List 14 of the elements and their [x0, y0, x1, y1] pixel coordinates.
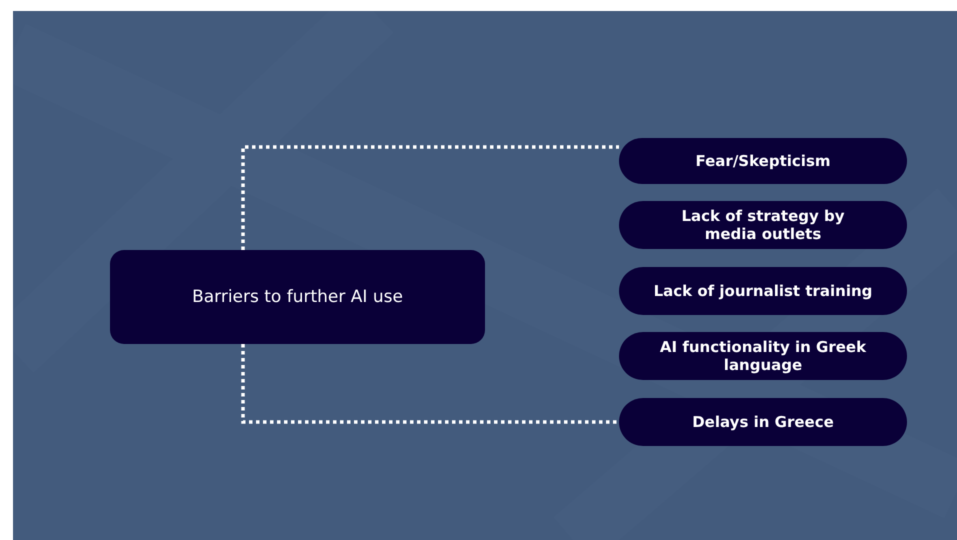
barrier-text: AI functionality in Greek language [658, 338, 868, 374]
barrier-pill [619, 201, 907, 249]
barrier-text: Lack of journalist training [654, 282, 872, 300]
barrier-pill [619, 332, 907, 380]
topic-text: Barriers to further AI use [192, 287, 403, 307]
barrier-text: Fear/Skepticism [696, 152, 830, 170]
dotted-connector [241, 344, 619, 424]
barrier-pill [619, 267, 907, 315]
barrier-text: Lack of strategy by media outlets [680, 207, 846, 243]
topic-box [110, 250, 485, 344]
barrier-text: Delays in Greece [692, 413, 834, 431]
dotted-connector [241, 145, 619, 250]
barrier-pill [619, 398, 907, 446]
barrier-pill [619, 138, 907, 184]
